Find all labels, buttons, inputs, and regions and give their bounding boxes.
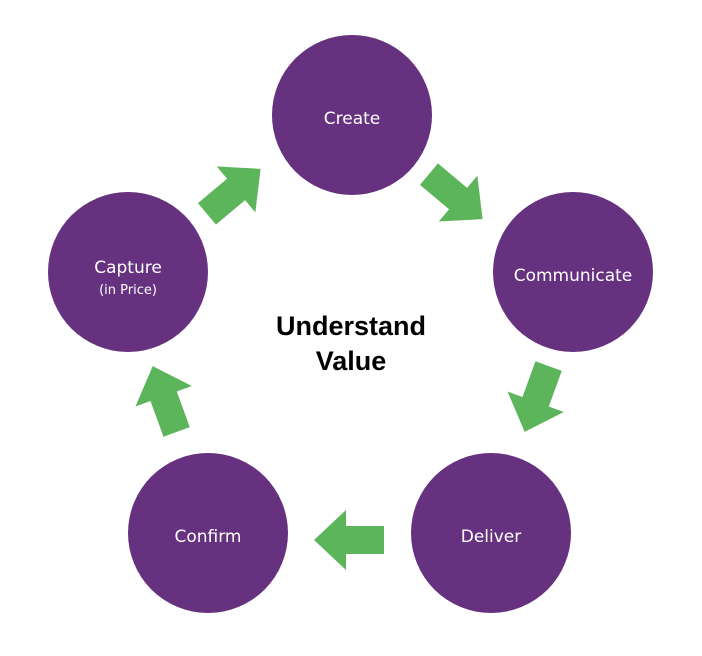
node-capture-label: Capture — [94, 258, 162, 278]
node-confirm-label: Confirm — [174, 527, 241, 547]
node-capture-sublabel: (in Price) — [99, 283, 157, 298]
node-communicate-label: Communicate — [514, 266, 633, 286]
center-title-line1: Understand — [276, 311, 426, 341]
node-deliver: Deliver — [411, 453, 571, 613]
arrow-up-right-icon — [197, 166, 261, 225]
node-capture-circle — [48, 192, 208, 352]
node-communicate: Communicate — [493, 192, 653, 352]
arrow-confirm-to-capture — [135, 366, 192, 437]
arrow-deliver-to-confirm — [314, 510, 384, 570]
arrow-create-to-communicate — [419, 163, 483, 222]
arrow-down-icon — [507, 361, 564, 432]
node-communicate-circle — [493, 192, 653, 352]
arrow-up-icon — [135, 366, 192, 437]
node-deliver-label: Deliver — [461, 527, 522, 547]
node-create-label: Create — [324, 109, 381, 129]
node-confirm: Confirm — [128, 453, 288, 613]
arrow-communicate-to-deliver — [507, 361, 564, 432]
center-title: Understand Value — [276, 311, 426, 376]
node-capture: Capture (in Price) — [48, 192, 208, 352]
node-create: Create — [272, 35, 432, 195]
arrow-capture-to-create — [197, 166, 261, 225]
node-create-circle — [272, 35, 432, 195]
arrow-right-down-icon — [419, 163, 483, 222]
center-title-line2: Value — [316, 346, 387, 376]
arrow-left-icon — [314, 510, 384, 570]
node-confirm-circle — [128, 453, 288, 613]
node-deliver-circle — [411, 453, 571, 613]
